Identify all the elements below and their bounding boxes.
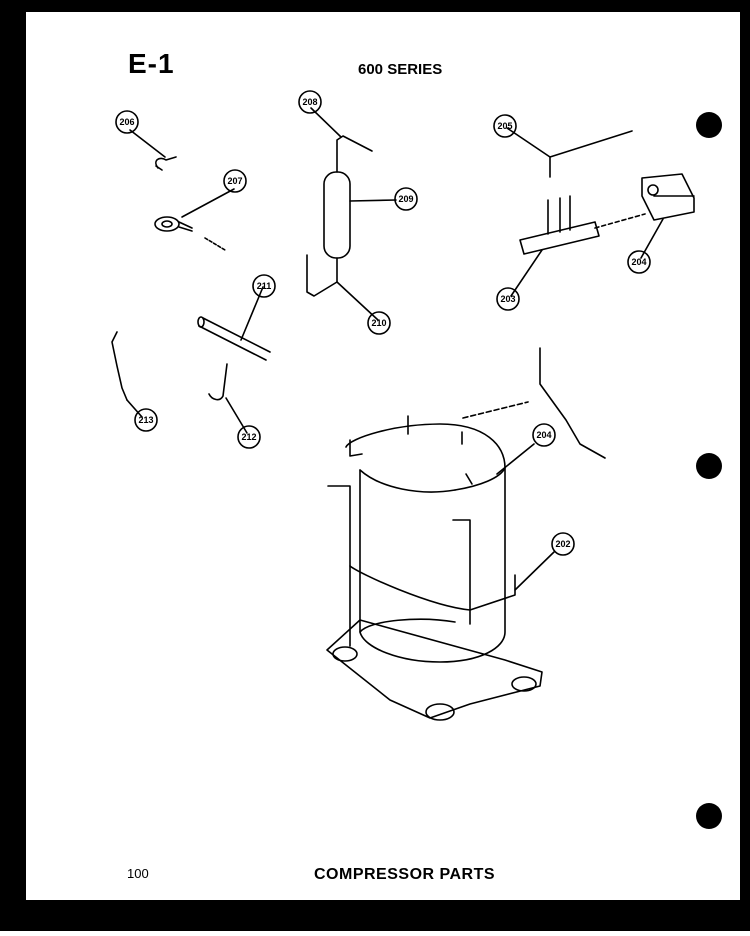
callout-circles [115,90,651,556]
callout-204-terminal: 204 [631,257,646,267]
callout-206: 206 [119,117,134,127]
page-caption: COMPRESSOR PARTS [314,866,496,883]
binder-hole-middle [696,453,722,479]
part-compressor [326,347,606,721]
callout-212: 212 [241,432,256,442]
part-hook-wire [111,331,143,418]
callout-211: 211 [257,281,272,291]
binder-hole-bottom [696,803,722,829]
callout-210: 210 [371,318,386,328]
part-clip [129,129,177,171]
callout-205: 205 [497,121,512,131]
callout-213: 213 [138,415,153,425]
part-terminal-block [640,173,695,259]
part-relay [510,195,646,297]
binder-hole-top [696,112,722,138]
page-number: 100 [127,866,149,881]
callout-204-compressor: 204 [536,430,551,440]
callout-209: 209 [398,194,413,204]
callout-203: 203 [500,294,515,304]
part-rod [197,286,271,361]
page-code: E-1 [128,48,175,79]
series-title: 600 SERIES [358,61,443,78]
part-ring-terminal [154,188,235,251]
callout-202: 202 [555,539,570,549]
part-drier-assembly [306,107,397,321]
callout-208: 208 [302,97,317,107]
callout-207: 207 [227,176,242,186]
